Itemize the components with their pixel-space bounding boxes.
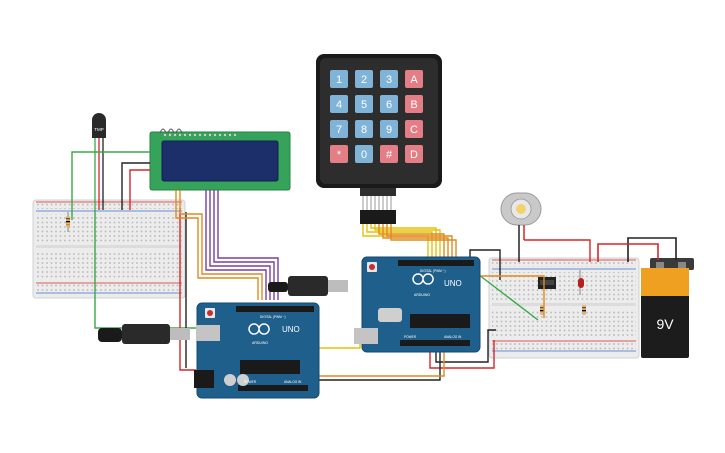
keypad-key-face[interactable] — [380, 120, 398, 138]
keypad-key-face[interactable] — [330, 145, 348, 163]
breadboard-right — [488, 257, 640, 359]
battery-label: 9V — [656, 316, 674, 332]
keypad-key-9[interactable]: 9 — [380, 120, 398, 138]
keypad-key-C[interactable]: C — [405, 120, 423, 138]
keypad-key-label: 9 — [386, 124, 392, 136]
keypad-key-A[interactable]: A — [405, 70, 423, 88]
keypad-key-face[interactable] — [405, 70, 423, 88]
keypad-key-#[interactable]: # — [380, 145, 398, 163]
keypad-key-face[interactable] — [355, 145, 373, 163]
keypad-key-label: 3 — [386, 74, 392, 86]
usb-cable-right — [268, 276, 348, 296]
keypad-key-D[interactable]: D — [405, 145, 423, 163]
arduino-left-brand: UNO — [282, 325, 300, 334]
keypad-key-label: 6 — [386, 99, 392, 111]
driver-chip — [538, 277, 556, 289]
keypad-key-face[interactable] — [355, 70, 373, 88]
arduino-left-sub: ARDUINO — [252, 341, 268, 345]
keypad-key-face[interactable] — [330, 120, 348, 138]
battery-9v: 9V — [641, 258, 694, 358]
arduino-right: UNO ARDUINO DIGITAL (PWM ~) POWER ANALOG… — [354, 256, 481, 353]
led-red — [578, 270, 584, 295]
keypad-key-5[interactable]: 5 — [355, 95, 373, 113]
keypad-key-face[interactable] — [330, 70, 348, 88]
arduino-right-analog: ANALOG IN — [444, 335, 462, 339]
keypad-key-*[interactable]: * — [330, 145, 348, 163]
keypad-key-1[interactable]: 1 — [330, 70, 348, 88]
keypad-key-face[interactable] — [380, 95, 398, 113]
keypad-key-4[interactable]: 4 — [330, 95, 348, 113]
keypad-key-label: # — [386, 149, 393, 161]
keypad-key-label: 2 — [361, 74, 367, 86]
usb-cable-left — [98, 324, 190, 344]
keypad-key-label: 4 — [336, 99, 342, 111]
keypad-key-label: A — [410, 74, 418, 86]
arduino-right-digital: DIGITAL (PWM ~) — [420, 269, 446, 273]
keypad-key-label: 1 — [336, 74, 342, 86]
arduino-left-analog: ANALOG IN — [284, 380, 302, 384]
keypad-key-6[interactable]: 6 — [380, 95, 398, 113]
keypad-key-0[interactable]: 0 — [355, 145, 373, 163]
breadboard-left — [32, 199, 186, 299]
arduino-left-digital: DIGITAL (PWM ~) — [260, 315, 286, 319]
keypad-key-2[interactable]: 2 — [355, 70, 373, 88]
sensor-label: TMP — [94, 127, 104, 132]
keypad-key-label: 7 — [336, 124, 342, 136]
keypad-key-face[interactable] — [405, 95, 423, 113]
keypad-key-face[interactable] — [405, 145, 423, 163]
keypad-key-label: C — [410, 124, 418, 136]
lcd-loops — [159, 128, 183, 134]
keypad-key-label: B — [410, 99, 417, 111]
keypad-key-label: D — [410, 149, 418, 161]
arduino-left: UNO ARDUINO DIGITAL (PWM ~) POWER ANALOG… — [194, 302, 320, 399]
dc-motor — [500, 192, 542, 262]
keypad-key-label: * — [337, 149, 342, 161]
keypad-key-face[interactable] — [355, 95, 373, 113]
keypad-key-label: 8 — [361, 124, 367, 136]
arduino-right-brand: UNO — [444, 279, 462, 288]
keypad-key-8[interactable]: 8 — [355, 120, 373, 138]
resistor-right-1 — [540, 305, 544, 315]
arduino-left-power: POWER — [244, 380, 257, 384]
lcd-display — [149, 131, 291, 191]
keypad-key-B[interactable]: B — [405, 95, 423, 113]
keypad-key-3[interactable]: 3 — [380, 70, 398, 88]
keypad-key-face[interactable] — [380, 70, 398, 88]
resistor-left — [66, 212, 70, 232]
keypad: 1 2 3 A 4 5 6 B 7 8 9 C * 0 # D — [316, 54, 442, 224]
resistor-right-2 — [582, 305, 586, 315]
keypad-key-face[interactable] — [330, 95, 348, 113]
temperature-sensor: TMP — [92, 113, 106, 210]
arduino-right-sub: ARDUINO — [414, 293, 430, 297]
keypad-key-face[interactable] — [355, 120, 373, 138]
keypad-key-face[interactable] — [405, 120, 423, 138]
keypad-key-face[interactable] — [380, 145, 398, 163]
keypad-key-7[interactable]: 7 — [330, 120, 348, 138]
arduino-right-power: POWER — [404, 335, 417, 339]
keypad-key-label: 5 — [361, 99, 367, 111]
keypad-key-label: 0 — [361, 149, 367, 161]
